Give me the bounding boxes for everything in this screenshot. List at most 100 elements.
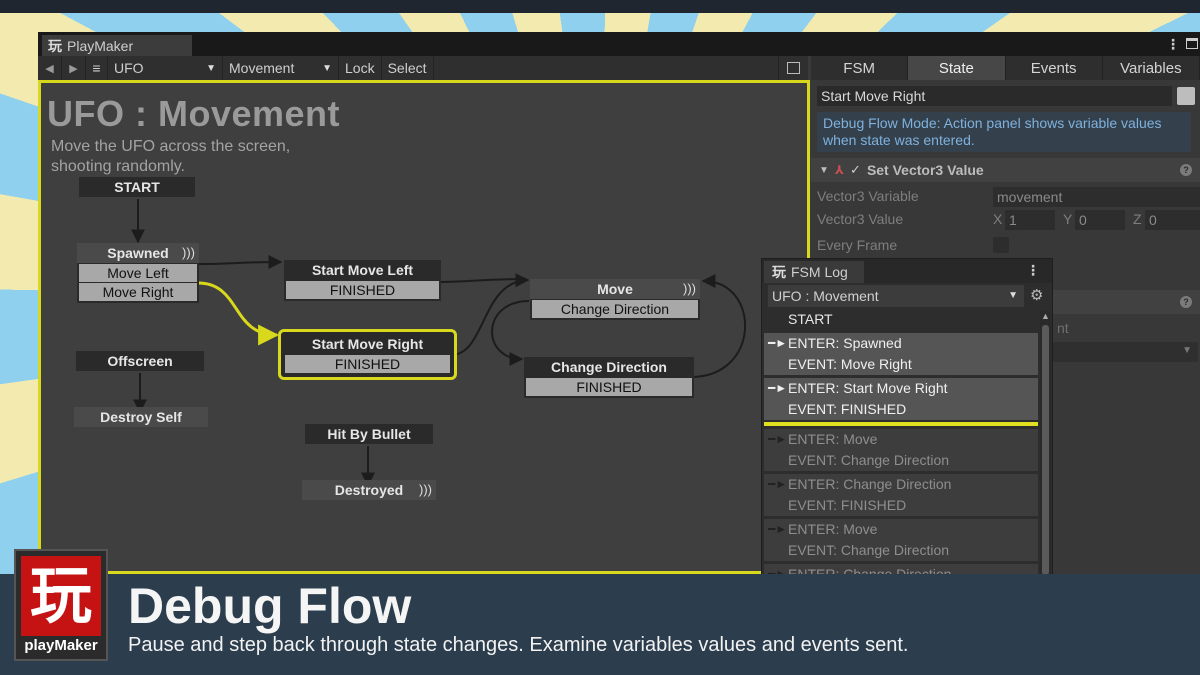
obscured-dropdown[interactable]: ▼ [1053,342,1198,362]
node-spawned-header: Spawned ))) [77,243,199,263]
transition-wires [131,199,747,487]
transition-finished[interactable]: FINISHED [526,378,692,396]
log-event-text: EVENT: Move Right [788,356,912,372]
playmaker-tab[interactable]: 玩 PlayMaker [42,35,192,56]
forward-button[interactable]: ▶ [62,56,86,80]
vector3-icon: ⅄ [834,163,845,177]
help-icon[interactable]: ? [1180,296,1192,308]
fsm-log-tab-label: FSM Log [791,264,848,280]
banner-subtitle: Pause and step back through state change… [128,634,909,656]
log-enter-text: ENTER: Change Direction [788,476,952,492]
playmaker-logo: 玩 playMaker [14,549,108,661]
wire-moveleft [197,255,283,270]
transition-move-left[interactable]: Move Left [79,264,197,282]
node-spawned-title: Spawned [107,245,169,261]
x-field[interactable]: 1 [1005,210,1055,230]
enter-arrow-icon: ━► [768,432,788,446]
enter-arrow-icon: ━► [768,336,788,350]
node-start-move-right[interactable]: Start Move Right FINISHED [278,329,457,380]
state-color-swatch[interactable] [1177,87,1195,105]
node-move-header: Move ))) [530,279,700,299]
hamburger-icon: ≡ [92,60,101,76]
node-destroy-self-title: Destroy Self [74,407,208,427]
gear-icon[interactable]: ⚙ [1030,287,1044,304]
fsm-log-menu-icon[interactable]: ⋮ [1026,262,1040,278]
log-entry[interactable]: ━►ENTER: Spawned EVENT: Move Right [764,333,1038,375]
node-start[interactable]: START [79,177,195,197]
banner-title: Debug Flow [128,578,412,634]
help-icon[interactable]: ? [1180,164,1192,176]
fsm-log-titlebar: 玩 FSM Log ⋮ [762,259,1052,283]
graph-view-icon [787,62,800,74]
node-destroy-self[interactable]: Destroy Self [74,407,208,427]
state-select[interactable]: Movement ▼ [223,56,339,80]
log-enter-line: ━►ENTER: Start Move Right [764,378,1038,399]
log-entry[interactable]: ━►ENTER: Move EVENT: Change Direction [764,519,1038,561]
enter-arrow-icon: ━► [768,477,788,491]
y-field[interactable]: 0 [1075,210,1125,230]
back-button[interactable]: ◀ [38,56,62,80]
fsm-graph-canvas[interactable]: UFO : Movement Move the UFO across the s… [38,80,810,574]
logo-wordmark: playMaker [24,637,98,654]
playmaker-tab-label: PlayMaker [67,37,134,54]
lock-button[interactable]: Lock [339,56,382,80]
transition-finished[interactable]: FINISHED [285,355,450,373]
action-header[interactable]: ▼ ⅄ ✓ Set Vector3 Value ? [811,158,1200,182]
action-enabled-checkbox[interactable]: ✓ [850,162,861,177]
scrollbar-thumb[interactable] [1042,325,1049,574]
z-field[interactable]: 0 [1145,210,1200,230]
playmaker-toolbar: ◀ ▶ ≡ UFO ▼ Movement ▼ Lock Select [38,56,808,80]
tab-fsm[interactable]: FSM [811,56,909,80]
node-offscreen-title: Offscreen [76,351,204,371]
menu-button[interactable]: ≡ [86,56,108,80]
collapse-arrow-icon[interactable]: ▼ [819,164,829,176]
select-button[interactable]: Select [382,56,434,80]
wire-sml-move [437,278,527,283]
node-hit-by-bullet-title: Hit By Bullet [305,424,433,444]
fsm-select[interactable]: UFO ▼ [108,56,223,80]
transition-change-direction[interactable]: Change Direction [532,300,698,318]
fsm-log-select[interactable]: UFO : Movement ▼ [768,285,1024,307]
node-start-move-left[interactable]: Start Move Left FINISHED [284,260,441,301]
node-move-title: Move [597,281,633,297]
vector3-variable-field[interactable]: movement [993,187,1200,207]
wire-move-cd [491,300,530,366]
node-spawned[interactable]: Spawned ))) Move Left Move Right [77,243,199,303]
scroll-up-icon[interactable]: ▲ [1041,311,1050,321]
fsm-log-list[interactable]: START ━►ENTER: Spawned EVENT: Move Right… [764,309,1038,575]
node-destroyed[interactable]: Destroyed ))) [302,480,436,500]
obscured-field-text: nt [1057,320,1069,336]
chevron-down-icon: ▼ [206,62,216,74]
log-enter-line: ━►ENTER: Change Direction [764,564,1038,575]
transition-move-right[interactable]: Move Right [79,283,197,301]
log-enter-line: ━►ENTER: Move [764,429,1038,450]
graph-title: UFO : Movement [47,93,341,134]
every-frame-checkbox[interactable] [993,237,1009,253]
tab-variables[interactable]: Variables [1102,56,1200,80]
fsm-log-scrollbar[interactable]: ▲ [1040,311,1051,574]
node-change-direction[interactable]: Change Direction FINISHED [524,357,694,398]
log-start-text: START [788,311,833,327]
log-entry-start[interactable]: START [764,309,1038,330]
tab-events[interactable]: Events [1005,56,1103,80]
log-entry[interactable]: ━►ENTER: Move EVENT: Change Direction [764,429,1038,471]
state-name-field[interactable]: Start Move Right [817,86,1172,106]
fsm-log-tab[interactable]: 玩 FSM Log [764,261,864,283]
back-arrow-icon: ◀ [45,62,54,75]
tab-state[interactable]: State [908,56,1006,80]
node-hit-by-bullet[interactable]: Hit By Bullet [305,424,433,444]
log-entry[interactable]: ━►ENTER: Change Direction [764,564,1038,575]
log-entry[interactable]: ━►ENTER: Change Direction EVENT: FINISHE… [764,474,1038,516]
maximize-icon[interactable] [1186,38,1198,49]
forward-arrow-icon: ▶ [69,62,78,75]
node-move[interactable]: Move ))) Change Direction [530,279,700,320]
transition-finished[interactable]: FINISHED [286,281,439,299]
node-start-move-left-title: Start Move Left [284,260,441,280]
node-offscreen[interactable]: Offscreen [76,351,204,371]
log-entry[interactable]: ━►ENTER: Start Move Right EVENT: FINISHE… [764,378,1038,420]
enter-arrow-icon: ━► [768,567,788,575]
graph-view-button[interactable] [778,56,808,80]
wire-smr-move [450,273,530,356]
window-menu-icon[interactable]: ⋮ [1166,36,1180,52]
top-strip [0,0,1200,13]
